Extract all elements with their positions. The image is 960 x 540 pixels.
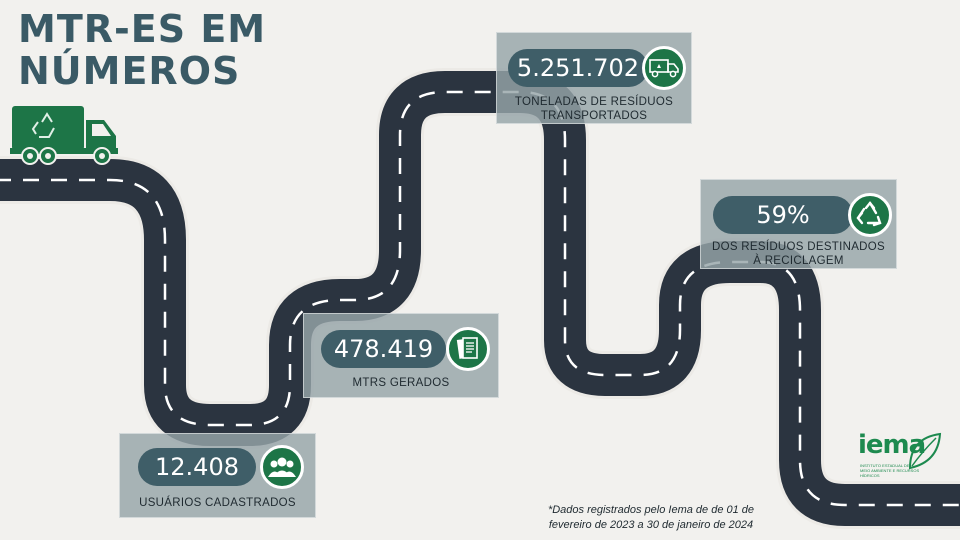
stat-card-users: 12.408 USUÁRIOS CADASTRADOS — [119, 433, 316, 518]
stat-card-recycle: 59% DOS RESÍDUOS DESTINADOS À RECICLAGEM — [700, 179, 897, 269]
page-title: MTR-ES EM NÚMEROS — [18, 8, 266, 92]
stat-label-tons-line-2: TRANSPORTADOS — [540, 110, 648, 122]
stat-card-tons: 5.251.702 TONELADAS DE RESÍDUOS TRANSPOR… — [496, 32, 692, 124]
logo-subtitle-line-1: INSTITUTO ESTADUAL DE — [860, 463, 910, 468]
stat-value-recycle: 59% — [713, 196, 853, 234]
leaf-icon — [908, 432, 942, 470]
iema-logo: iema INSTITUTO ESTADUAL DE MEIO AMBIENTE… — [856, 430, 946, 480]
documents-icon — [446, 327, 490, 371]
logo-subtitle: INSTITUTO ESTADUAL DE MEIO AMBIENTE E RE… — [860, 463, 920, 478]
logo-wordmark: iema — [858, 430, 926, 460]
title-line-2: NÚMEROS — [18, 49, 241, 93]
stat-label-recycle-line-2: À RECICLAGEM — [753, 255, 844, 267]
stat-card-mtrs: 478.419 MTRS GERADOS — [303, 313, 499, 398]
recycle-icon — [848, 193, 892, 237]
stat-label-users: USUÁRIOS CADASTRADOS — [139, 497, 296, 509]
logo-subtitle-line-2: MEIO AMBIENTE E RECURSOS HÍDRICOS — [860, 468, 920, 478]
garbage-truck-icon — [642, 46, 686, 90]
footnote: *Dados registrados pelo Iema de de 01 de… — [520, 503, 782, 533]
stat-value-tons: 5.251.702 — [508, 49, 648, 87]
footnote-line-1: *Dados registrados pelo Iema de de 01 de — [547, 504, 755, 516]
stat-label-tons-line-1: TONELADAS DE RESÍDUOS — [514, 96, 674, 108]
footnote-line-2: fevereiro de 2023 a 30 de janeiro de 202… — [548, 519, 754, 531]
stat-value-users: 12.408 — [138, 448, 256, 486]
garbage-truck-icon — [10, 106, 118, 165]
stat-label-mtrs: MTRS GERADOS — [352, 377, 450, 389]
stat-label-recycle-line-1: DOS RESÍDUOS DESTINADOS — [711, 241, 886, 253]
stat-value-mtrs: 478.419 — [321, 330, 446, 368]
users-icon — [260, 445, 304, 489]
title-line-1: MTR-ES EM — [18, 7, 267, 51]
